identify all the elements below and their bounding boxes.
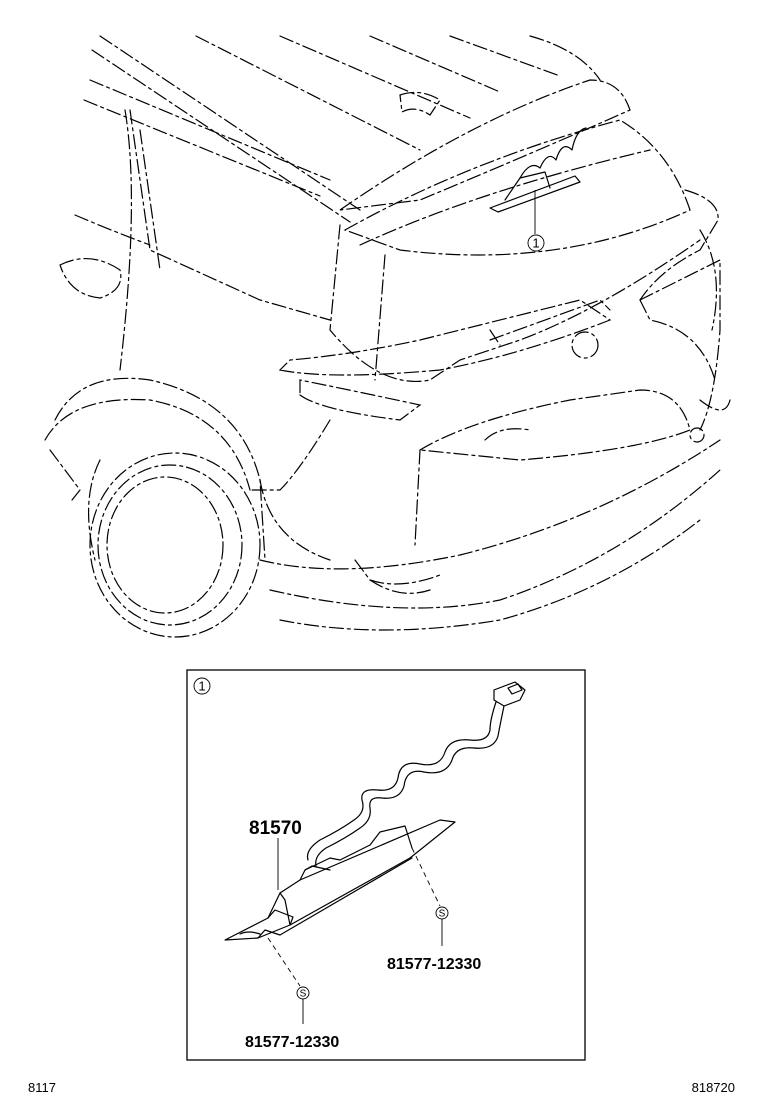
screw-symbol-right: S [435,906,449,920]
svg-text:S: S [439,909,446,920]
callout-marker-main: 1 [527,234,545,252]
callout-number-main: 1 [532,236,539,251]
part-number-screw-right: 81577-12330 [387,956,481,973]
detail-box-frame [186,669,586,1061]
part-number-main: 81570 [249,818,302,839]
footer-left-code: 8117 [28,1080,56,1095]
screw-leader-right [411,847,441,907]
vehicle-rear-illustration [44,35,731,638]
svg-text:S: S [300,989,307,1000]
high-mount-stop-light-drawing [224,681,526,941]
screw-leader-left [267,937,301,987]
footer-right-code: 818720 [692,1080,735,1095]
screw-symbol-left: S [296,986,310,1000]
callout-number-detail: 1 [198,679,205,694]
part-number-screw-left: 81577-12330 [245,1034,339,1051]
callout-marker-detail: 1 [193,677,211,695]
